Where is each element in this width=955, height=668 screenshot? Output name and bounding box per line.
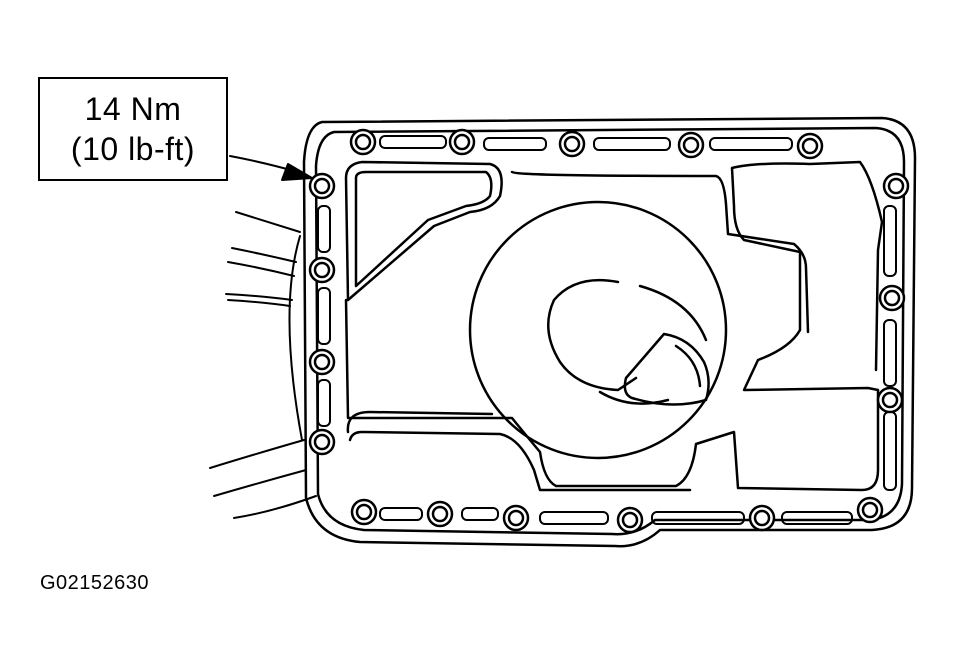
flange-slots (317, 135, 897, 525)
bolt (308, 348, 336, 376)
bolt (876, 386, 904, 414)
bolt (308, 172, 336, 200)
bolt (677, 131, 705, 159)
bolt (796, 132, 824, 160)
bolt (882, 172, 910, 200)
figure-id: G02152630 (40, 572, 150, 594)
torque-callout: 14 Nm (10 lb-ft) (38, 77, 228, 181)
torque-metric: 14 Nm (84, 91, 182, 127)
bolt (448, 128, 476, 156)
bolt (878, 284, 906, 312)
bolt (308, 428, 336, 456)
pan-flange (302, 116, 917, 548)
bolt (426, 500, 454, 528)
engine-block-lines (209, 211, 317, 519)
pan-body (344, 160, 884, 492)
bolt (748, 504, 776, 532)
bolt (558, 130, 586, 158)
sump-dome (468, 200, 728, 460)
leader-arrow (229, 155, 313, 181)
torque-imperial: (10 lb-ft) (70, 131, 196, 167)
bolt (856, 496, 884, 524)
bolt (308, 256, 336, 284)
bolt (350, 498, 378, 526)
bolt (349, 128, 377, 156)
bolt (616, 506, 644, 534)
pan-bolts (308, 128, 910, 534)
bolt (502, 504, 530, 532)
